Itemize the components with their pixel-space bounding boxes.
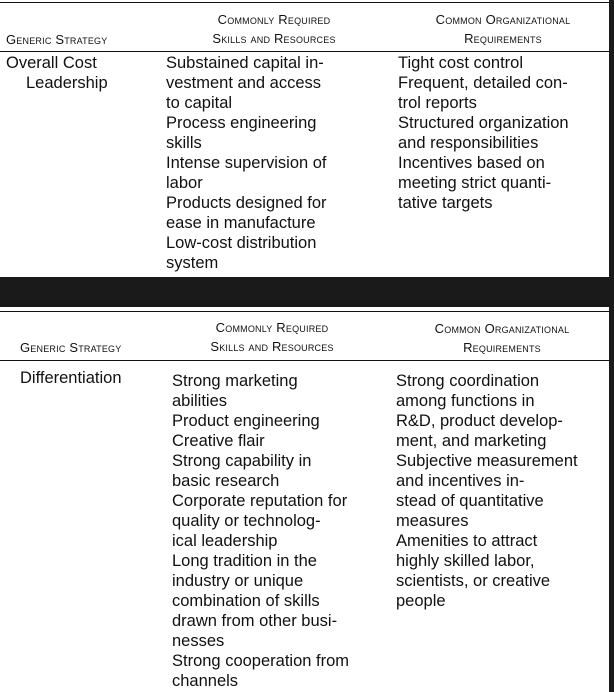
skills-column: Substained capital in-vestment and acces… bbox=[166, 53, 396, 273]
org-requirement-item: Tight cost control bbox=[398, 54, 524, 72]
cost-leadership-table: Generic Strategy Commonly Required Skill… bbox=[0, 0, 609, 277]
skill-item: Creative flair bbox=[172, 432, 265, 450]
strategy-name: Differentiation bbox=[20, 369, 122, 387]
top-rule bbox=[0, 2, 609, 3]
header-skills: Commonly Required Skills and Resources bbox=[210, 320, 334, 354]
strategy-name: Overall Cost Leadership bbox=[6, 54, 108, 92]
header-rule bbox=[0, 51, 609, 52]
org-requirement-item: Frequent, detailed con-trol reports bbox=[398, 74, 568, 112]
header-rule bbox=[0, 360, 609, 361]
header-generic-strategy: Generic Strategy bbox=[20, 340, 122, 355]
differentiation-table: Generic Strategy Commonly Required Skill… bbox=[0, 307, 609, 692]
header-org: Common Organizational Requirements bbox=[434, 321, 570, 355]
top-rule bbox=[0, 311, 609, 312]
skill-item: Product engineering bbox=[172, 412, 320, 430]
skill-item: Substained capital in-vestment and acces… bbox=[166, 54, 324, 112]
header-generic-strategy: Generic Strategy bbox=[6, 32, 108, 47]
header-org: Common Organizational Requirements bbox=[435, 12, 571, 46]
header-skills: Commonly Required Skills and Resources bbox=[212, 12, 336, 46]
